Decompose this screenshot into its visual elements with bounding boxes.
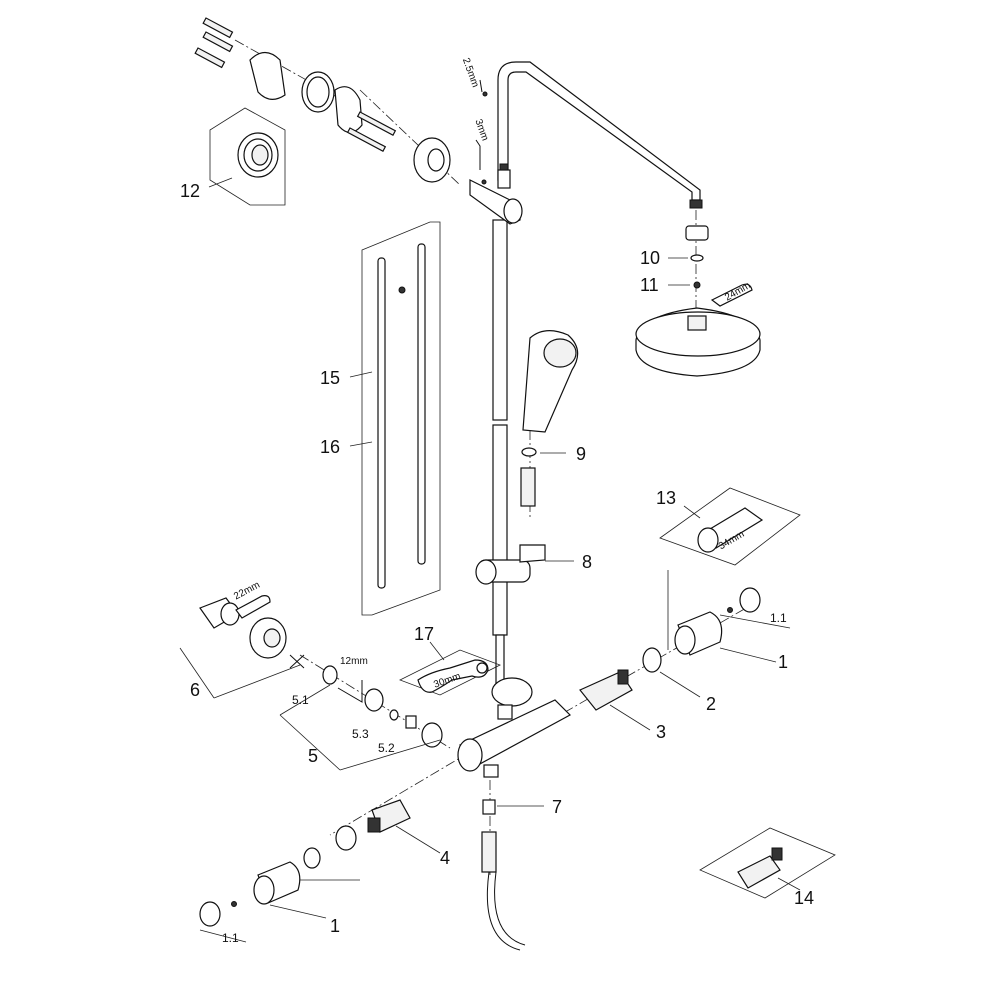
slider [475,544,546,585]
nozzle-and-hose [481,799,526,951]
wall-mount-assembly [194,17,451,183]
callout-7: 7 [552,797,562,817]
hand-shower [520,330,579,507]
wrench-22mm-icon [235,595,271,619]
tool-size-3mm: 3mm [472,118,490,143]
tool-size-12mm: 12mm [340,656,368,667]
callout-3: 3 [656,722,666,742]
callout-8: 8 [582,552,592,572]
callout-13: 13 [656,488,676,508]
callout-17: 17 [414,624,434,644]
cartridge-3 [579,669,633,711]
callout-15: 15 [320,368,340,388]
callout-1-left: 1 [330,916,340,936]
rail-parts-frame [361,221,441,616]
shower-arm [497,61,703,209]
callout-12: 12 [180,181,200,201]
callout-16: 16 [320,437,340,457]
callout-11: 11 [640,275,659,295]
top-bracket [469,163,523,225]
callout-5-3: 5.3 [352,727,369,741]
part-6-assembly [199,597,305,669]
riser-pipe [492,219,508,696]
callout-2: 2 [706,694,716,714]
callout-5-2: 5.2 [378,741,395,755]
callout-6: 6 [190,680,200,700]
tool-size-24mm: 24mm [723,280,753,303]
part-14-frame [699,827,836,899]
cartridge-4 [367,799,411,833]
callout-1-1-left: 1.1 [222,931,239,945]
callout-9: 9 [576,444,586,464]
thermostatic-mixer [457,677,571,778]
right-handle [642,587,761,673]
callout-5-1: 5.1 [292,693,309,707]
part-17-frame [399,649,501,696]
part-12-frame [209,107,286,206]
callout-1-1-right: 1.1 [770,611,787,625]
callout-14: 14 [794,888,814,908]
head-shower [635,225,761,377]
part-13-frame [659,487,801,566]
callout-4: 4 [440,848,450,868]
left-handle [199,825,357,927]
tool-size-2-5mm: 2.5mm [460,57,481,89]
wrench-24mm-icon [710,283,753,307]
hex-key-3mm-icon [475,139,487,185]
callout-10: 10 [640,248,660,268]
hex-key-2-5mm-icon [479,79,488,97]
callout-5: 5 [308,746,318,766]
callout-1-right: 1 [778,652,788,672]
